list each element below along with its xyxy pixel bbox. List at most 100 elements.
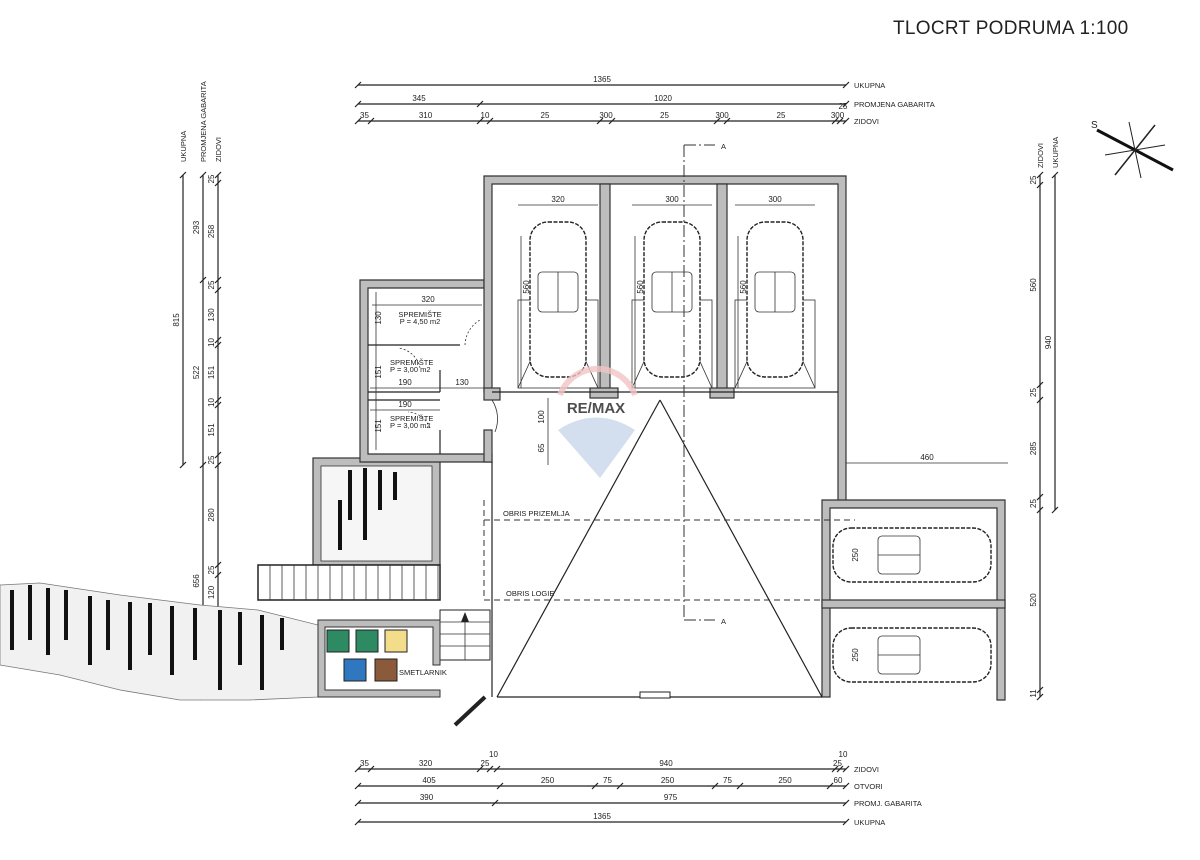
dimension-value: 10 bbox=[207, 398, 216, 407]
car bbox=[529, 221, 587, 378]
dim-label: 100 bbox=[537, 410, 546, 424]
dimension-tick bbox=[486, 765, 494, 773]
loggia-outline-label: OBRIS LOGIE bbox=[506, 589, 554, 598]
compass-label: S bbox=[1091, 120, 1098, 131]
dimension-tick bbox=[354, 765, 362, 773]
dim-label: 65 bbox=[537, 443, 546, 452]
dimension-tick bbox=[214, 401, 222, 409]
dimension-tick bbox=[493, 765, 501, 773]
watermark-text: RE/MAX bbox=[567, 400, 625, 417]
landscape bbox=[0, 582, 319, 701]
dimension-tick bbox=[199, 276, 207, 284]
dimension-value: 25 bbox=[1029, 499, 1038, 508]
dimension-tick bbox=[826, 782, 834, 790]
dimension-tick bbox=[486, 117, 494, 125]
dimension-tick bbox=[199, 171, 207, 179]
dimension-value: 390 bbox=[420, 793, 434, 802]
dimension-value: 656 bbox=[192, 574, 201, 588]
car bbox=[832, 627, 992, 683]
dimension-value: 25 bbox=[839, 102, 848, 111]
dimension-tick bbox=[496, 782, 504, 790]
section-mark: A bbox=[721, 142, 726, 151]
dimension-value: 60 bbox=[834, 776, 843, 785]
bay-width: 300 bbox=[768, 195, 782, 204]
dimension-value: 250 bbox=[541, 776, 555, 785]
dimension-value: 25 bbox=[777, 111, 786, 120]
dimension-tick bbox=[214, 461, 222, 469]
ramp bbox=[496, 399, 823, 698]
section-line-a: A A bbox=[683, 142, 726, 626]
dimension-tick bbox=[179, 171, 187, 179]
dimension-tick bbox=[214, 341, 222, 349]
dimension-value: 520 bbox=[1029, 593, 1038, 607]
bay-width: 300 bbox=[665, 195, 679, 204]
dimension-tick bbox=[842, 100, 850, 108]
dimension-value: 522 bbox=[192, 365, 201, 379]
dim-label: 190 bbox=[398, 400, 412, 409]
section-mark: A bbox=[721, 617, 726, 626]
waste-room: SMETLARNIK bbox=[317, 619, 447, 698]
dimension-value: 130 bbox=[207, 308, 216, 322]
dimension-tick bbox=[354, 81, 362, 89]
dimension-tick bbox=[491, 799, 499, 807]
dimension-chain-label: UKUPNA bbox=[854, 818, 885, 827]
dimension-tick bbox=[1036, 493, 1044, 501]
dimension-tick bbox=[214, 179, 222, 187]
dimension-value: 815 bbox=[172, 313, 181, 327]
dimension-value: 75 bbox=[603, 776, 612, 785]
waste-bin-yellow bbox=[384, 629, 408, 653]
dimension-value: 151 bbox=[207, 365, 216, 379]
dim-label: 130 bbox=[455, 378, 469, 387]
dimension-tick bbox=[1036, 686, 1044, 694]
dimension-value: 345 bbox=[412, 94, 426, 103]
ground-floor-outline-label: OBRIS PRIZEMLJA bbox=[503, 509, 570, 518]
dimension-value: 975 bbox=[664, 793, 678, 802]
dimension-chain-label: UKUPNA bbox=[179, 131, 188, 162]
dimension-value: 25 bbox=[207, 280, 216, 289]
dimension-value: 11 bbox=[1029, 689, 1038, 698]
dimension-tick bbox=[842, 782, 850, 790]
dimension-tick bbox=[596, 117, 604, 125]
car bbox=[832, 527, 992, 583]
dimension-tick bbox=[1051, 506, 1059, 514]
dimension-tick bbox=[1036, 506, 1044, 514]
garden-planter bbox=[312, 457, 441, 566]
dimension-tick bbox=[831, 765, 839, 773]
dimension-value: 250 bbox=[661, 776, 675, 785]
dimension-tick bbox=[476, 117, 484, 125]
exterior-stairs bbox=[257, 564, 491, 727]
dimension-tick bbox=[842, 765, 850, 773]
dimension-value: 280 bbox=[207, 508, 216, 522]
dimension-tick bbox=[476, 765, 484, 773]
dimension-tick bbox=[1036, 171, 1044, 179]
dimension-value: 940 bbox=[659, 759, 673, 768]
dimension-tick bbox=[214, 286, 222, 294]
dimension-value: 25 bbox=[1029, 388, 1038, 397]
dimension-value: 560 bbox=[1029, 278, 1038, 292]
car bbox=[643, 221, 701, 378]
bay-width: 320 bbox=[551, 195, 565, 204]
dimension-value: 250 bbox=[778, 776, 792, 785]
dimension-chain-label: ZIDOVI bbox=[1036, 143, 1045, 168]
dimension-value: 320 bbox=[419, 759, 433, 768]
dimension-tick bbox=[842, 117, 850, 125]
waste-bin-brown bbox=[374, 658, 398, 682]
dimension-tick bbox=[836, 117, 844, 125]
dimension-value: 35 bbox=[360, 111, 369, 120]
storage-block: SPREMIŠTE P = 4,50 m2 SPREMIŠTE P = 3,00… bbox=[359, 279, 498, 463]
dimension-value: 300 bbox=[599, 111, 613, 120]
dimension-value: 25 bbox=[1029, 175, 1038, 184]
dimension-value: 1365 bbox=[593, 75, 611, 84]
dimension-tick bbox=[836, 765, 844, 773]
dimension-value: 120 bbox=[207, 585, 216, 599]
dimension-value: 10 bbox=[481, 111, 490, 120]
remax-watermark-logo: RE/MAX bbox=[557, 366, 638, 478]
storage-room-3-area: P = 3,00 m2 bbox=[390, 421, 431, 430]
dimension-chain-label: PROMJENA GABARITA bbox=[854, 100, 935, 109]
storage-room-3-name: SPREMIŠTE bbox=[390, 414, 433, 423]
dimension-value: 151 bbox=[207, 423, 216, 437]
dimension-tick bbox=[354, 117, 362, 125]
dimension-tick bbox=[354, 782, 362, 790]
dimension-tick bbox=[199, 461, 207, 469]
